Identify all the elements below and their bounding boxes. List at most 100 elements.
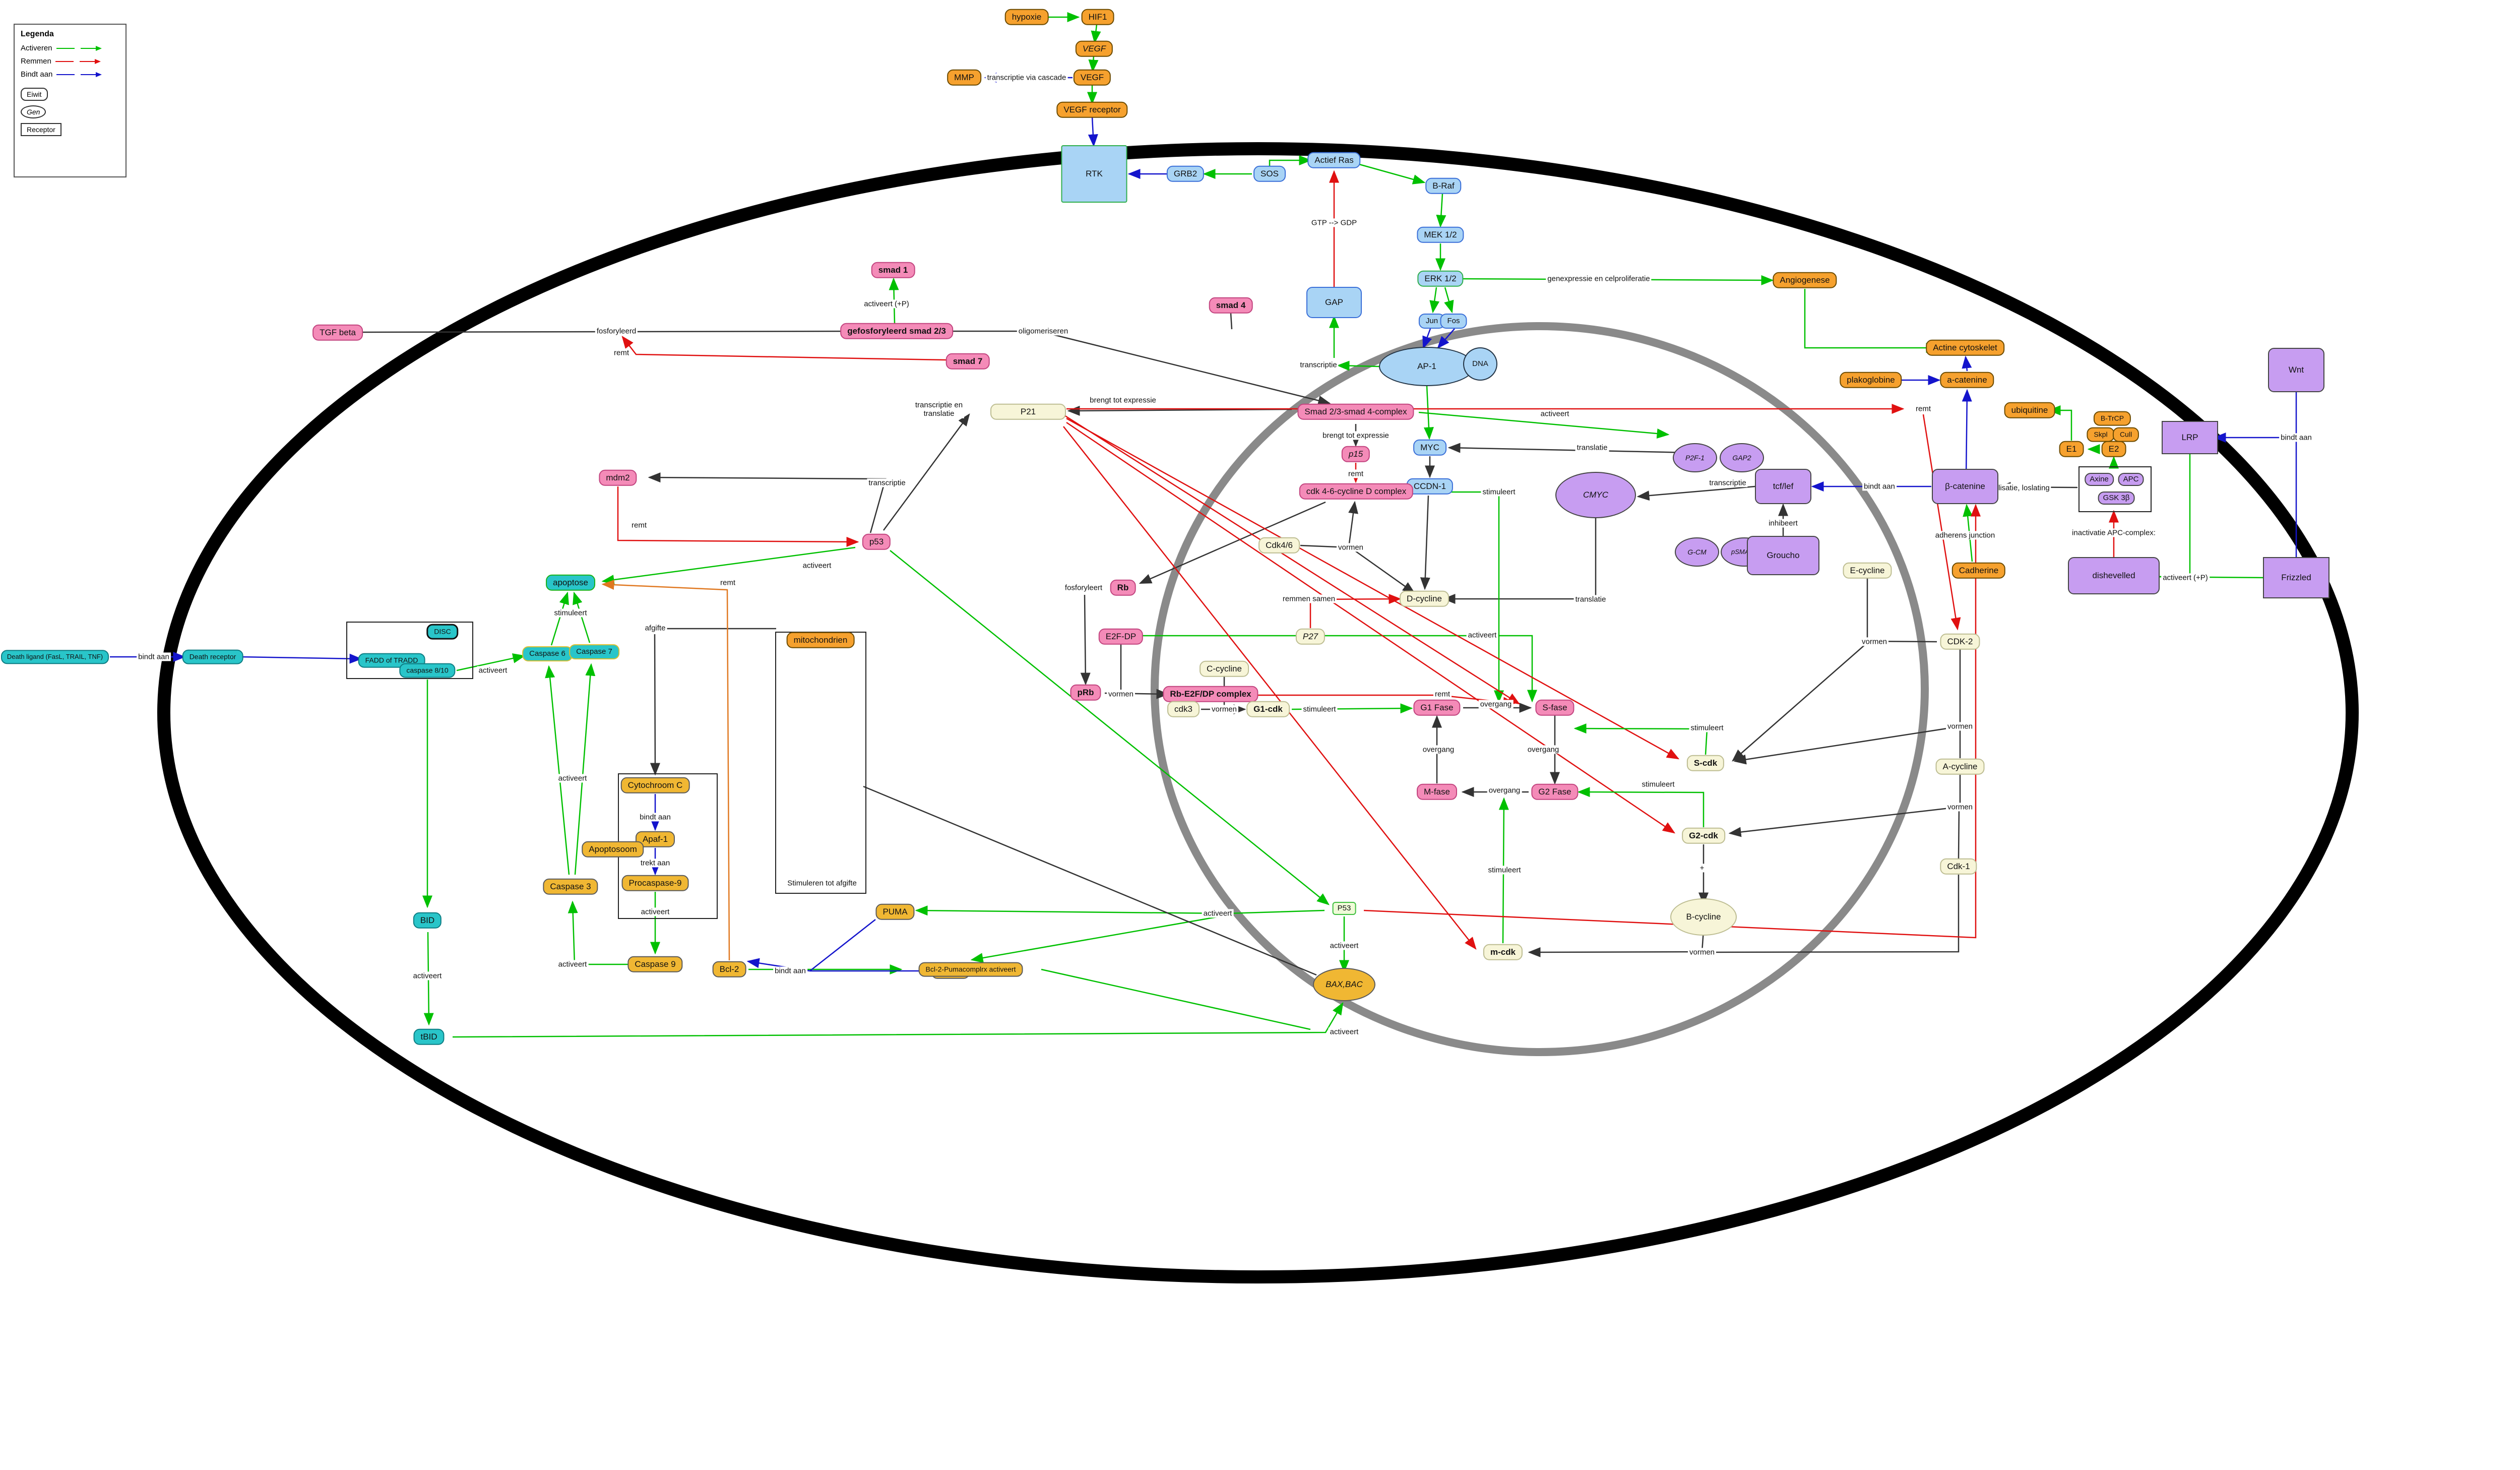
erk[interactable]: ERK 1/2 (1417, 270, 1464, 287)
g1-cdk[interactable]: G1-cdk (1246, 701, 1290, 718)
b-trcp[interactable]: B-TrCP (2093, 411, 2131, 426)
angiogenese[interactable]: Angiogenese (1773, 272, 1837, 289)
s-cdk[interactable]: S-cdk (1686, 755, 1725, 772)
mitochondrien[interactable]: mitochondrien (786, 632, 855, 649)
death-receptor[interactable]: Death receptor (182, 649, 243, 664)
sos[interactable]: SOS (1253, 165, 1286, 182)
actief-ras[interactable]: Actief Ras (1307, 152, 1361, 169)
caspase-8-10[interactable]: caspase 8/10 (399, 663, 456, 678)
m-fase[interactable]: M-fase (1417, 783, 1457, 801)
axine[interactable]: Axine (2085, 473, 2114, 486)
myc[interactable]: MYC (1413, 439, 1446, 456)
ap-1[interactable]: AP-1 (1379, 347, 1475, 386)
caspase-6[interactable]: Caspase 6 (522, 646, 573, 661)
p53-nucleus[interactable]: P53 (1332, 902, 1356, 915)
cdk-2[interactable]: CDK-2 (1940, 633, 1980, 650)
skp1[interactable]: Skpl (2087, 427, 2115, 442)
lrp[interactable]: LRP (2162, 421, 2218, 454)
apoptosoom[interactable]: Apoptosoom (582, 841, 644, 858)
vegf-gen[interactable]: VEGF (1075, 40, 1113, 57)
vegf-receptor[interactable]: VEGF receptor (1056, 101, 1128, 118)
vegf[interactable]: VEGF (1073, 69, 1111, 86)
apc[interactable]: APC (2118, 473, 2144, 486)
rb[interactable]: Rb (1110, 579, 1136, 596)
edge-95 (452, 1002, 1344, 1038)
caspase-9[interactable]: Caspase 9 (627, 956, 683, 973)
d-cycline[interactable]: D-cycline (1400, 590, 1449, 607)
prb[interactable]: pRb (1070, 684, 1101, 701)
bax-bac[interactable]: BAX,BAC (1313, 968, 1375, 1001)
groucho[interactable]: Groucho (1747, 536, 1819, 575)
s-fase[interactable]: S-fase (1535, 699, 1574, 716)
bid[interactable]: BID (413, 912, 442, 929)
smad1[interactable]: smad 1 (871, 262, 915, 279)
disc[interactable]: DISC (426, 624, 459, 640)
g2-fase[interactable]: G2 Fase (1531, 783, 1579, 801)
plakoglobine[interactable]: plakoglobine (1840, 372, 1902, 389)
cdk-1[interactable]: Cdk-1 (1940, 858, 1977, 875)
smad4[interactable]: smad 4 (1209, 297, 1253, 314)
procaspase-9[interactable]: Procaspase-9 (621, 875, 689, 892)
caspase-3[interactable]: Caspase 3 (543, 878, 598, 895)
ccdn-1[interactable]: CCDN-1 (1406, 478, 1454, 495)
b-catenine[interactable]: β-catenine (1932, 469, 1998, 504)
a-cycline[interactable]: A-cycline (1935, 758, 1985, 775)
rtk[interactable]: RTK (1061, 145, 1127, 203)
c-cycline[interactable]: C-cycline (1200, 660, 1249, 678)
mmp[interactable]: MMP (947, 69, 981, 86)
puma[interactable]: PUMA (875, 903, 915, 921)
cdk46[interactable]: Cdk4/6 (1258, 537, 1300, 554)
b-cycline[interactable]: B-cycline (1670, 898, 1737, 936)
fos[interactable]: Fos (1440, 314, 1467, 329)
g2-cdk[interactable]: G2-cdk (1682, 827, 1725, 844)
tgf-beta[interactable]: TGF beta (312, 324, 363, 341)
smad7[interactable]: smad 7 (946, 353, 990, 370)
hypoxie[interactable]: hypoxie (1004, 9, 1049, 26)
cdk3[interactable]: cdk3 (1167, 701, 1200, 718)
gefosforyleerd-smad[interactable]: gefosforyleerd smad 2/3 (840, 323, 953, 340)
p27[interactable]: P27 (1295, 628, 1326, 645)
apoptose[interactable]: apoptose (546, 574, 595, 591)
a-catenine[interactable]: a-catenine (1940, 372, 1994, 389)
e1[interactable]: E1 (2059, 441, 2084, 458)
mdm2[interactable]: mdm2 (599, 469, 637, 486)
dna[interactable]: DNA (1463, 347, 1497, 381)
bcl2-puma-complex[interactable]: Bcl-2-Pumacomplrx activeert (918, 962, 1023, 977)
cadherine[interactable]: Cadherine (1951, 562, 2006, 579)
gen-3[interactable]: G-CM (1675, 537, 1719, 567)
hif1[interactable]: HIF1 (1081, 9, 1114, 26)
grb2[interactable]: GRB2 (1166, 165, 1205, 182)
bcl-2[interactable]: Bcl-2 (712, 961, 746, 978)
smad-complex[interactable]: Smad 2/3-smad 4-complex (1297, 403, 1414, 420)
p21[interactable]: P21 (990, 403, 1066, 420)
dishevelled[interactable]: dishevelled (2068, 557, 2160, 594)
caspase-7[interactable]: Caspase 7 (569, 644, 619, 659)
rb-e2f-complex[interactable]: Rb-E2F/DP complex (1163, 686, 1258, 703)
e2[interactable]: E2 (2101, 441, 2126, 458)
death-ligand[interactable]: Death ligand (FasL, TRAIL, TNF) (1, 650, 109, 664)
b-raf[interactable]: B-Raf (1425, 177, 1462, 195)
m-cdk[interactable]: m-cdk (1483, 944, 1523, 961)
g1-fase[interactable]: G1 Fase (1413, 699, 1461, 716)
gen-1[interactable]: P2F-1 (1673, 443, 1717, 472)
frizzled[interactable]: Frizzled (2263, 557, 2329, 598)
cmyc[interactable]: CMYC (1555, 472, 1636, 518)
jun[interactable]: Jun (1418, 314, 1445, 329)
p53-cyto[interactable]: p53 (862, 533, 891, 550)
tbid[interactable]: tBID (413, 1028, 445, 1046)
gen-2[interactable]: GAP2 (1720, 443, 1764, 472)
p15[interactable]: p15 (1341, 446, 1370, 463)
apaf-1[interactable]: Apaf-1 (635, 831, 675, 848)
cul1[interactable]: Cull (2112, 427, 2139, 442)
e-cycline[interactable]: E-cycline (1843, 562, 1892, 579)
wnt[interactable]: Wnt (2268, 348, 2324, 392)
ubiquitine[interactable]: ubiquitine (2004, 402, 2055, 419)
gap[interactable]: GAP (1306, 287, 1362, 318)
gsk-3b[interactable]: GSK 3β (2098, 492, 2135, 505)
e2f-dp[interactable]: E2F-DP (1098, 628, 1144, 645)
cdk46-complex[interactable]: cdk 4-6-cycline D complex (1299, 483, 1414, 500)
cytochroom-c[interactable]: Cytochroom C (620, 777, 690, 794)
actine-cytoskelet[interactable]: Actine cytoskelet (1926, 339, 2004, 356)
mek[interactable]: MEK 1/2 (1417, 226, 1464, 243)
tcf-lef[interactable]: tcf/lef (1755, 469, 1811, 504)
